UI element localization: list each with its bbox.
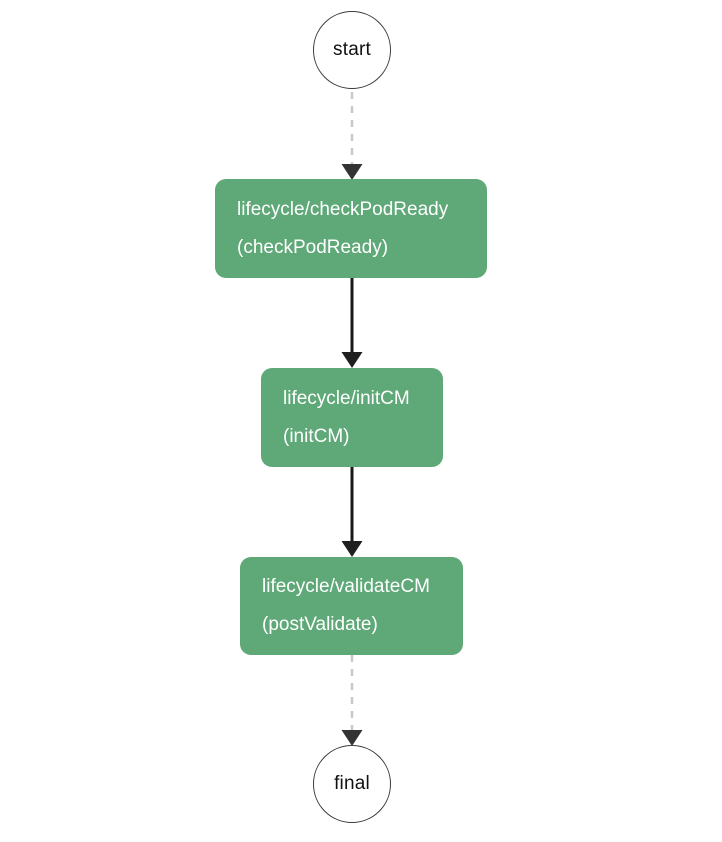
task-node-initcm: lifecycle/initCM (initCM) bbox=[261, 368, 443, 467]
task-node-validatecm: lifecycle/validateCM (postValidate) bbox=[240, 557, 463, 655]
task-title: lifecycle/validateCM bbox=[262, 576, 430, 597]
final-node-label: final bbox=[334, 773, 370, 794]
start-node-label: start bbox=[333, 39, 371, 60]
task-subtitle: (initCM) bbox=[283, 425, 350, 447]
final-node: final bbox=[313, 745, 391, 823]
arrowhead-icon bbox=[341, 730, 363, 746]
edge-start-to-checkpodready bbox=[341, 92, 363, 180]
arrowhead-icon bbox=[341, 541, 363, 557]
task-title: lifecycle/checkPodReady bbox=[237, 198, 449, 220]
task-title: lifecycle/initCM bbox=[283, 387, 410, 409]
task-subtitle: (postValidate) bbox=[262, 614, 378, 635]
edge-validatecm-to-final bbox=[341, 655, 363, 746]
arrowhead-icon bbox=[341, 164, 363, 180]
edge-checkpodready-to-initcm bbox=[341, 278, 363, 368]
arrowhead-icon bbox=[341, 352, 363, 368]
task-node-checkpodready: lifecycle/checkPodReady (checkPodReady) bbox=[215, 179, 487, 278]
edge-initcm-to-validatecm bbox=[341, 467, 363, 557]
start-node: start bbox=[313, 11, 391, 89]
task-subtitle: (checkPodReady) bbox=[237, 236, 389, 258]
